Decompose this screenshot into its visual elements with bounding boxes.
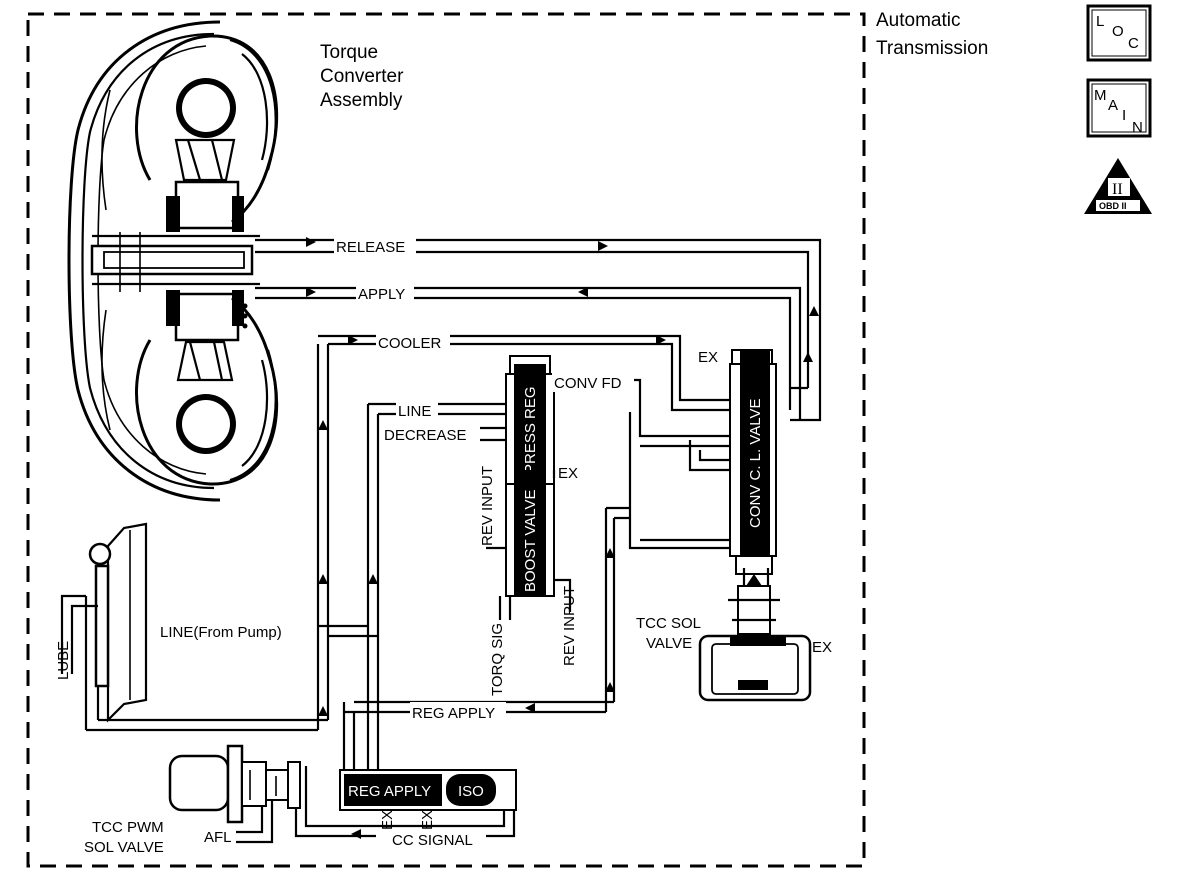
torque-converter-assembly — [67, 20, 279, 502]
conv-cl-valve: CONV C. L. VALVE — [729, 349, 777, 586]
torq-sig-label: TORQ SIG — [489, 623, 506, 696]
obd-ii-badge: II OBD II — [1084, 158, 1152, 214]
line-from-pump-label: LINE(From Pump) — [160, 624, 282, 641]
main-badge: M A I N — [1086, 78, 1152, 138]
apply-label: APPLY — [358, 286, 405, 303]
ex-sol-label: EX — [812, 639, 832, 656]
rev-input-right-label: REV INPUT — [561, 586, 578, 666]
tcc-pwm-sol-valve — [168, 744, 301, 824]
loc-badge: L O C — [1086, 4, 1152, 62]
cooler-label: COOLER — [378, 335, 442, 352]
cooler-assembly — [60, 522, 148, 723]
svg-text:L: L — [1096, 13, 1104, 30]
rev-input-left-label: REV INPUT — [479, 466, 496, 546]
torque-converter-label: Torque Converter Assembly — [320, 42, 409, 111]
lube-label: LUBE — [55, 641, 72, 680]
svg-text:OBD II: OBD II — [1099, 201, 1127, 211]
svg-text:CONV C. L. VALVE: CONV C. L. VALVE — [747, 399, 764, 529]
svg-text:C: C — [1128, 35, 1139, 52]
svg-text:BOOST VALVE: BOOST VALVE — [522, 489, 539, 592]
svg-text:II: II — [1112, 181, 1123, 198]
diagram-title: Automatic Transmission — [876, 10, 988, 59]
svg-text:A: A — [1108, 97, 1118, 114]
press-reg-valve: PRESS REG — [505, 355, 555, 485]
svg-text:ISO: ISO — [458, 783, 484, 800]
ex-b-label: EX — [419, 810, 436, 830]
release-label: RELEASE — [336, 239, 405, 256]
svg-text:I: I — [1122, 107, 1126, 124]
ex-a-label: EX — [379, 810, 396, 830]
line-label: LINE — [398, 403, 431, 420]
fluid-lines — [84, 238, 822, 844]
decrease-label: DECREASE — [384, 427, 467, 444]
line-labels: RELEASE APPLY COOLER LINE DECREASE CONV … — [55, 236, 832, 849]
reg-apply-iso-valve: REG APPLY ISO — [339, 769, 517, 811]
tcc-pwm-sol-valve-label: TCC PWM SOL VALVE — [84, 819, 168, 856]
ex-ccl-label: EX — [698, 349, 718, 366]
svg-text:O: O — [1112, 23, 1124, 40]
afl-label: AFL — [204, 829, 232, 846]
cc-signal-label: CC SIGNAL — [392, 832, 473, 849]
conv-fd-label: CONV FD — [554, 375, 622, 392]
transmission-boundary — [26, 12, 866, 868]
svg-text:N: N — [1132, 119, 1143, 136]
flow-arrows — [306, 237, 819, 839]
boost-valve: BOOST VALVE — [505, 470, 555, 597]
ex-boost-label: EX — [558, 465, 578, 482]
reg-apply-line-label: REG APPLY — [412, 705, 495, 722]
svg-text:REG APPLY: REG APPLY — [348, 783, 431, 800]
tcc-sol-valve-label: TCC SOL VALVE — [636, 615, 705, 652]
svg-text:PRESS REG: PRESS REG — [522, 386, 539, 474]
tcc-sol-valve — [698, 585, 812, 702]
svg-text:M: M — [1094, 87, 1107, 104]
